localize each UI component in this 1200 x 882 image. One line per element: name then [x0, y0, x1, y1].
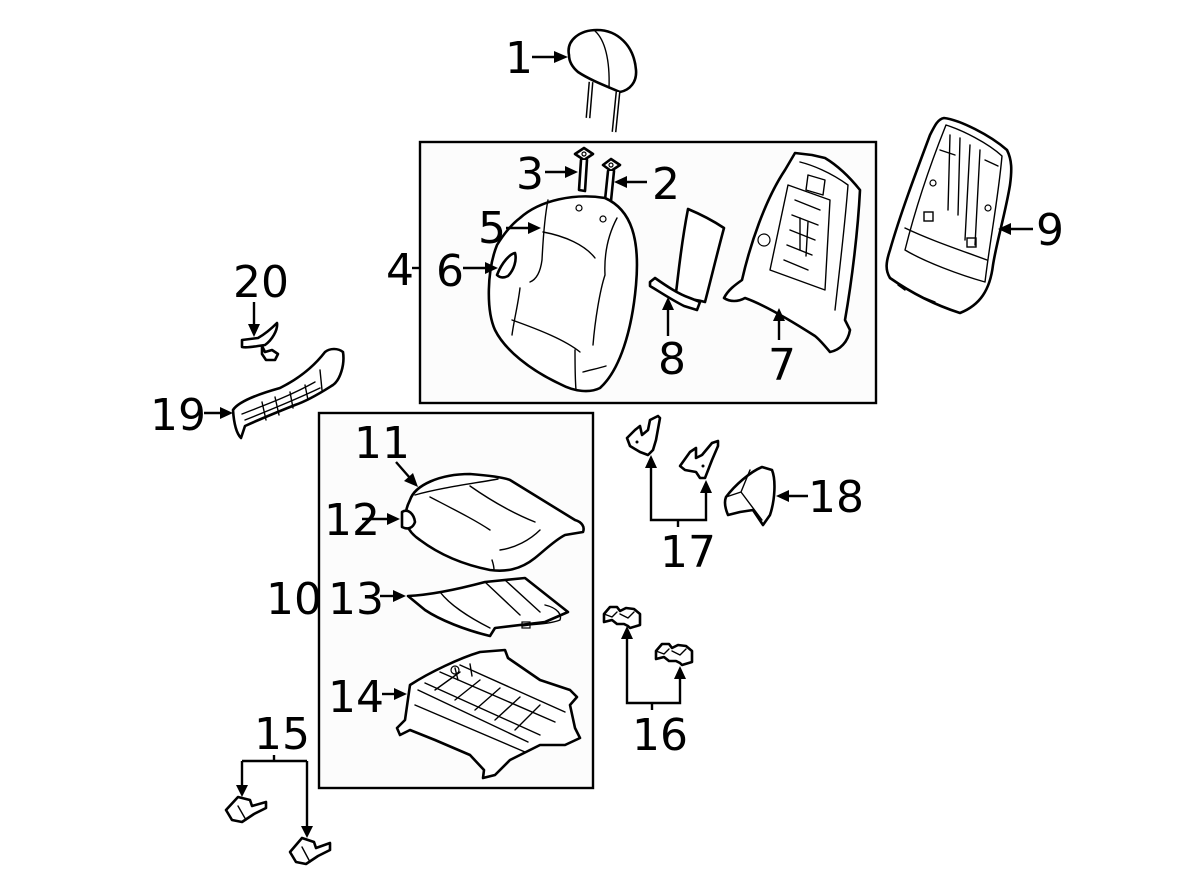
callout-11: 11 — [354, 418, 410, 469]
leader-line — [395, 461, 411, 479]
part-seat-frame[interactable] — [395, 648, 582, 780]
callout-16: 16 — [632, 710, 688, 761]
callout-5: 5 — [478, 203, 506, 254]
arrowhead — [248, 324, 260, 337]
part-track-cover[interactable] — [224, 795, 268, 824]
part-headrest-guide-2[interactable] — [601, 157, 622, 203]
arrowhead — [220, 407, 233, 419]
arrowhead — [998, 223, 1011, 235]
arrowhead — [776, 490, 789, 502]
part-knob[interactable] — [240, 321, 280, 362]
callout-18: 18 — [808, 472, 864, 523]
callout-13: 13 — [328, 574, 384, 625]
callout-20: 20 — [233, 257, 289, 308]
part-headrest-guide-3[interactable] — [573, 146, 595, 193]
callout-10: 10 — [266, 574, 322, 625]
callout-2: 2 — [652, 159, 680, 210]
leader-line — [240, 755, 309, 830]
part-clip[interactable] — [654, 642, 694, 667]
callout-1: 1 — [505, 33, 533, 84]
callout-6: 6 — [436, 246, 464, 297]
callout-12: 12 — [324, 495, 380, 546]
callout-19: 19 — [150, 390, 206, 441]
callout-7: 7 — [768, 340, 796, 391]
callout-14: 14 — [328, 672, 384, 723]
part-seat-back-cover[interactable] — [487, 195, 639, 393]
callout-3: 3 — [516, 149, 544, 200]
callout-4: 4 — [386, 245, 414, 296]
part-headrest[interactable] — [567, 28, 638, 133]
part-bracket[interactable] — [625, 414, 662, 457]
arrowhead — [394, 688, 407, 700]
arrowhead — [528, 222, 541, 234]
arrowhead — [674, 666, 686, 679]
arrowhead — [393, 590, 406, 602]
arrowhead — [485, 262, 498, 274]
part-lumbar-support[interactable] — [648, 207, 726, 312]
part-seat-back-frame[interactable] — [722, 151, 862, 354]
arrowhead — [614, 176, 627, 188]
part-seat-back-trim[interactable] — [495, 251, 517, 279]
part-side-shield[interactable] — [231, 347, 345, 440]
part-clip[interactable] — [602, 605, 642, 630]
part-seat-back-panel[interactable] — [885, 116, 1013, 315]
arrowhead — [662, 297, 674, 310]
callout-9: 9 — [1036, 205, 1064, 256]
part-bracket[interactable] — [678, 439, 720, 480]
arrowhead — [236, 785, 248, 797]
arrowhead — [554, 51, 568, 63]
callout-17: 17 — [660, 527, 716, 578]
part-seat-cushion-cover[interactable] — [400, 472, 585, 572]
callout-8: 8 — [658, 334, 686, 385]
arrowhead — [645, 455, 657, 468]
arrowhead — [565, 166, 578, 178]
arrowhead — [404, 473, 418, 487]
part-cushion-pad[interactable] — [406, 576, 570, 638]
arrowhead — [301, 826, 313, 838]
callout-15: 15 — [254, 709, 310, 760]
arrowhead — [700, 480, 712, 493]
leader-line — [625, 637, 682, 710]
part-track-cover[interactable] — [288, 836, 332, 866]
leader-line — [649, 465, 708, 527]
part-side-cover[interactable] — [723, 465, 776, 527]
arrowhead — [387, 513, 400, 525]
arrowhead — [621, 626, 633, 639]
arrowhead — [773, 308, 785, 321]
